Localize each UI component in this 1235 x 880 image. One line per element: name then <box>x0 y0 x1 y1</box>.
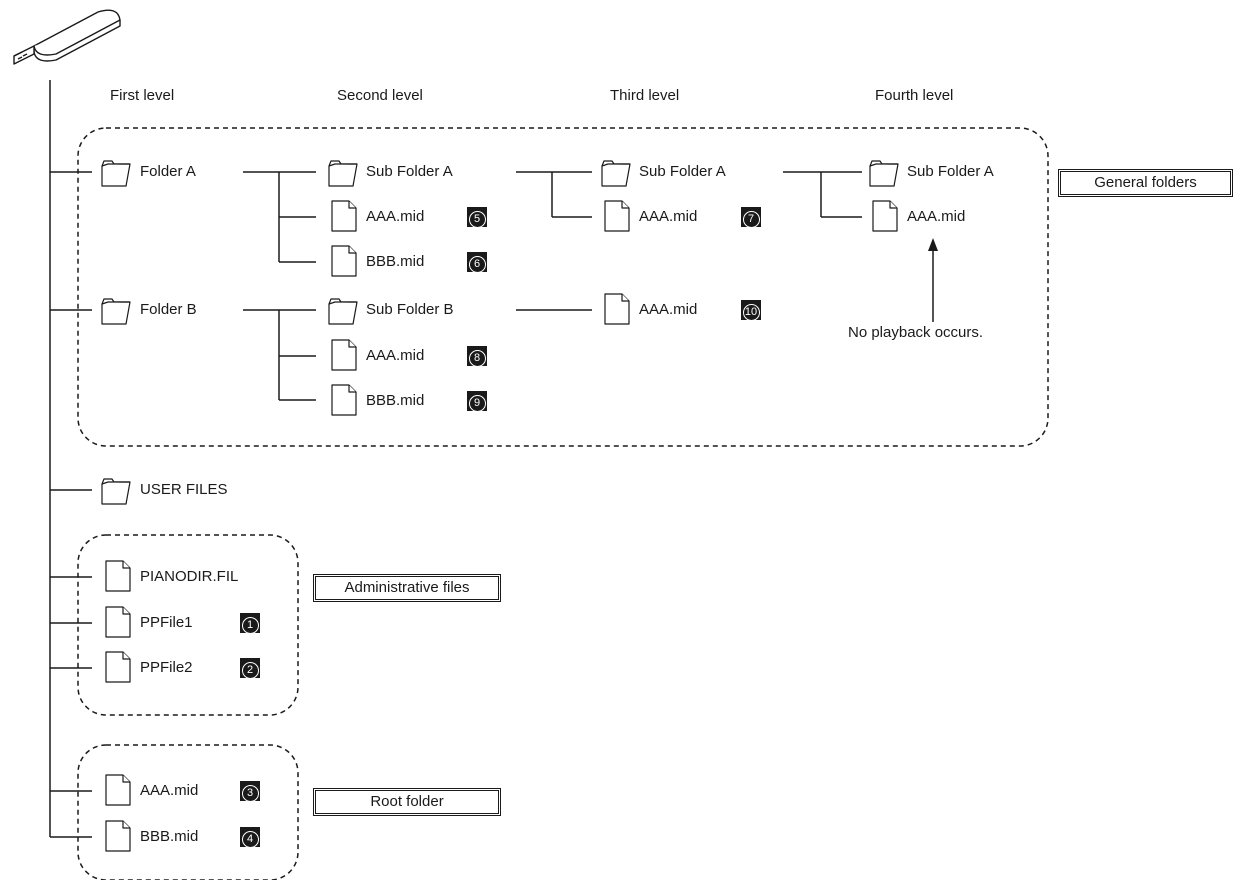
badge-2: 2 <box>240 658 260 679</box>
sub-b-aaa-label: AAA.mid <box>366 347 425 364</box>
pianodir-file-label: PIANODIR.FIL <box>140 568 239 585</box>
badge-5: 5 <box>467 207 487 228</box>
badge-10: 10 <box>741 300 761 321</box>
file-icon <box>331 339 357 371</box>
folder-b-label: Folder B <box>140 301 197 318</box>
third-b-aaa-label: AAA.mid <box>639 301 698 318</box>
administrative-files-label: Administrative files <box>313 574 501 602</box>
file-icon <box>105 774 131 806</box>
root-bbb-label: BBB.mid <box>140 828 199 845</box>
file-icon <box>105 560 131 592</box>
third-a-aaa-label: AAA.mid <box>639 208 698 225</box>
file-icon <box>105 820 131 852</box>
folder-icon <box>101 478 131 505</box>
sub-folder-b-label: Sub Folder B <box>366 301 454 318</box>
badge-1: 1 <box>240 613 260 634</box>
badge-9: 9 <box>467 391 487 412</box>
file-icon <box>105 606 131 638</box>
folder-icon <box>328 160 358 187</box>
root-aaa-label: AAA.mid <box>140 782 199 799</box>
header-first-level: First level <box>110 87 175 104</box>
file-icon <box>872 200 898 232</box>
folder-icon <box>328 298 358 325</box>
file-icon <box>331 384 357 416</box>
general-folders-label: General folders <box>1058 169 1233 197</box>
usb-flash-drive-icon <box>13 9 121 65</box>
ppfile2-label: PPFile2 <box>140 659 193 676</box>
folder-icon <box>101 298 131 325</box>
no-playback-note: No playback occurs. <box>848 324 984 341</box>
header-fourth-level: Fourth level <box>875 87 954 104</box>
folder-icon <box>101 160 131 187</box>
folder-icon <box>869 160 899 187</box>
file-icon <box>331 245 357 277</box>
third-sub-folder-a-label: Sub Folder A <box>639 163 726 180</box>
folder-a-label: Folder A <box>140 163 196 180</box>
header-third-level: Third level <box>610 87 680 104</box>
sub-b-bbb-label: BBB.mid <box>366 392 425 409</box>
file-icon <box>331 200 357 232</box>
badge-7: 7 <box>741 207 761 228</box>
badge-4: 4 <box>240 827 260 848</box>
badge-3: 3 <box>240 781 260 802</box>
fourth-a-aaa-label: AAA.mid <box>907 208 966 225</box>
badge-8: 8 <box>467 346 487 367</box>
root-folder-label: Root folder <box>313 788 501 816</box>
header-second-level: Second level <box>337 87 423 104</box>
sub-folder-a-label: Sub Folder A <box>366 163 453 180</box>
badge-6: 6 <box>467 252 487 273</box>
file-icon <box>105 651 131 683</box>
fourth-sub-folder-a-label: Sub Folder A <box>907 163 994 180</box>
file-icon <box>604 200 630 232</box>
user-files-label: USER FILES <box>140 481 228 498</box>
folder-icon <box>601 160 631 187</box>
ppfile1-label: PPFile1 <box>140 614 193 631</box>
sub-a-aaa-label: AAA.mid <box>366 208 425 225</box>
sub-a-bbb-label: BBB.mid <box>366 253 425 270</box>
file-icon <box>604 293 630 325</box>
